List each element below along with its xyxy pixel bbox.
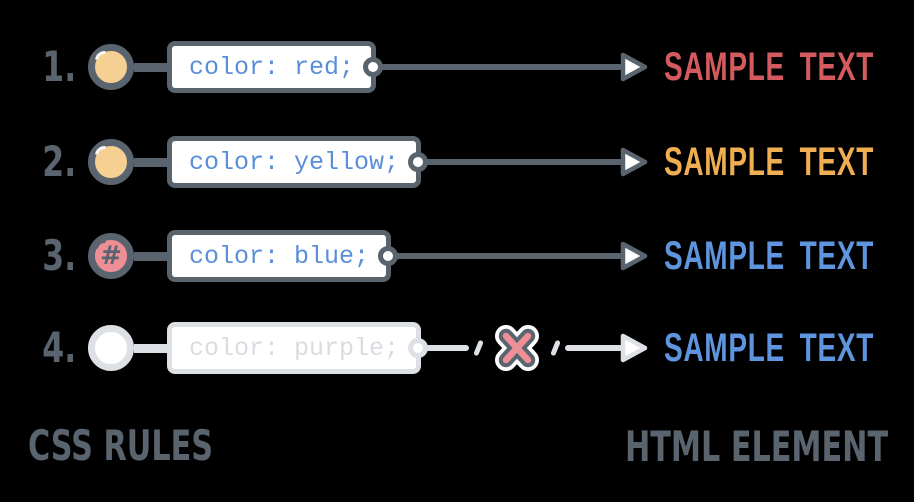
css-declaration: color: red; [189,52,355,82]
arrow-line-broken [421,345,469,351]
sample-text: SAMPLE TEXT [664,234,875,278]
arrowhead-icon [620,147,648,177]
selector-connector-line [134,343,167,353]
css-declaration: color: purple; [189,333,400,363]
class-selector-icon [88,44,134,90]
selector-symbol: # [100,241,122,271]
selector-connector-line [134,251,167,261]
css-declaration: color: yellow; [189,147,400,177]
arrowhead-icon [620,333,648,363]
rule-row-2: 2. color: yellow; SAMPLE TEXT [0,136,914,188]
rule-row-4: 4. color: purple; SAMPLE TEXT [0,322,914,374]
cancel-x-icon [495,325,539,371]
connector-node [408,338,429,358]
arrowhead-icon [620,52,648,82]
rule-number: 3. [42,231,76,280]
arrowhead-icon [620,241,648,271]
sample-text: SAMPLE TEXT [664,140,875,184]
css-rule-box: color: purple; [167,322,429,374]
css-rule-box: color: red; [167,41,384,93]
connector-node [363,57,384,77]
rule-number: 1. [42,42,76,91]
connector-node [378,246,399,266]
class-selector-icon [88,325,134,371]
break-tick [550,339,561,357]
css-rules-label: CSS RULES [28,421,214,470]
arrow-line [376,64,623,70]
arrow-line [421,159,623,165]
arrow-line [565,345,623,351]
rule-number: 4. [42,323,76,372]
html-element-label: HTML ELEMENT [625,422,889,471]
id-selector-icon: # [88,233,134,279]
rule-row-3: 3. # color: blue; SAMPLE TEXT [0,230,914,282]
css-declaration: color: blue; [189,241,370,271]
css-rule-box: color: blue; [167,230,399,282]
sample-text: SAMPLE TEXT [664,45,875,89]
break-tick [473,339,484,357]
rule-number: 2. [42,137,76,186]
selector-connector-line [134,62,167,72]
arrow-line [391,253,623,259]
rule-row-1: 1. color: red; SAMPLE TEXT [0,41,914,93]
sample-text: SAMPLE TEXT [664,326,875,370]
selector-connector-line [134,157,167,167]
circle-shine [91,142,118,169]
connector-node [408,152,429,172]
circle-shine [91,47,118,74]
css-rule-box: color: yellow; [167,136,429,188]
class-selector-icon [88,139,134,185]
